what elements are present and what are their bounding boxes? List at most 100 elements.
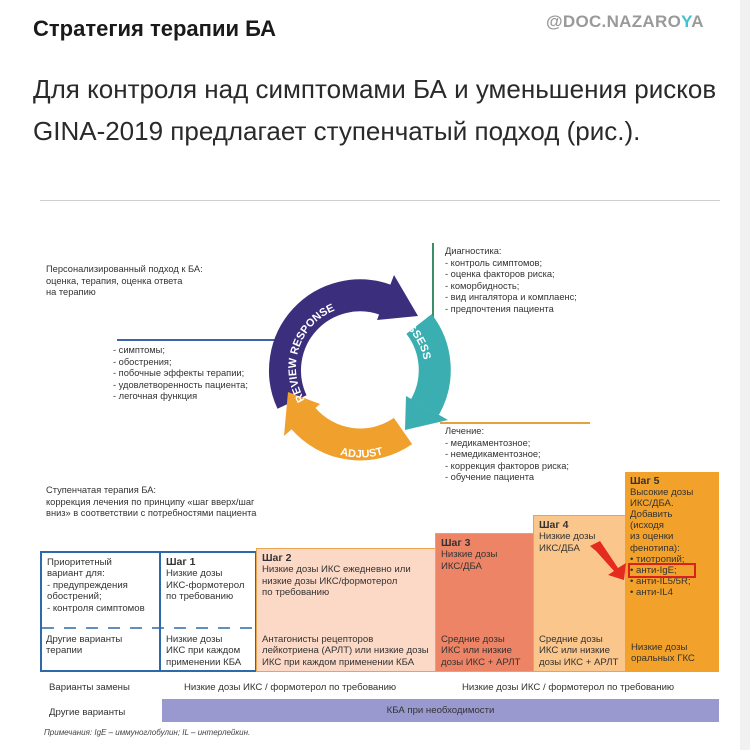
- adjust-connector-line: [440, 422, 590, 424]
- text-line: ИКС/ДБА: [441, 560, 482, 572]
- step-3-column: Шаг 3 Низкие дозы ИКС/ДБА: [435, 533, 534, 672]
- text-line: - коррекция факторов риска;: [445, 460, 569, 471]
- text-line: - медикаментозное;: [445, 437, 531, 448]
- text-line: ИКС при каждом: [166, 645, 241, 657]
- reliever-value-2: Низкие дозы ИКС / формотерол по требован…: [462, 682, 675, 693]
- page-title: Стратегия терапии БА: [33, 16, 276, 41]
- text-line: • анти-IL4: [630, 586, 673, 598]
- step-2-other: Антагонисты рецепторов лейкотриена (АРЛТ…: [262, 634, 429, 668]
- text-line: терапии: [46, 645, 83, 657]
- step-3-other: Средние дозы ИКС или низкие дозы ИКС + А…: [441, 634, 520, 668]
- text-line: на терапию: [46, 287, 96, 298]
- text-line: - обострения;: [113, 356, 172, 367]
- treatment-list: Лечение: - медикаментозное; - немедикаме…: [445, 426, 569, 484]
- other-therapy-label: Другие варианты терапии: [46, 634, 122, 657]
- review-arrowhead-icon: [377, 275, 418, 320]
- text-line: - обучение пациента: [445, 472, 535, 483]
- step-title: Шаг 3: [441, 537, 471, 549]
- reliever-value-1: Низкие дозы ИКС / формотерол по требован…: [184, 682, 397, 693]
- text-line: ИКС/ДБА.: [630, 498, 674, 510]
- text-line: Персонализированный подход к БА:: [46, 264, 203, 274]
- text-line: Лечение:: [445, 426, 485, 436]
- divider: [40, 200, 720, 201]
- text-line: ИКС или низкие: [441, 645, 512, 657]
- text-line: из оценки: [630, 531, 674, 543]
- text-line: Низкие дозы: [441, 549, 498, 561]
- page-edge: [740, 0, 750, 750]
- text-line: (исходя: [630, 520, 664, 532]
- intro-paragraph: Для контроля над симптомами БА и уменьше…: [33, 74, 717, 146]
- diagnostics-list: Диагностика: - контроль симптомов; - оце…: [445, 246, 577, 316]
- review-list: - симптомы; - обострения; - побочные эфф…: [113, 345, 248, 403]
- text-line: Диагностика:: [445, 246, 502, 256]
- text-line: Низкие дозы: [631, 642, 688, 653]
- step-1-column: Шаг 1 Низкие дозы ИКС-формотерол по треб…: [159, 551, 257, 672]
- step-2-column: Шаг 2 Низкие дозы ИКС ежедневно или низк…: [256, 548, 436, 672]
- step-title: Шаг 1: [166, 556, 196, 568]
- text-line: Ступенчатая терапия БА:: [46, 485, 157, 495]
- text-line: лейкотриена (АРЛТ) или низкие дозы: [262, 645, 429, 657]
- text-line: ИКС при каждом применении КБА: [262, 656, 415, 668]
- text-line: фенотипа):: [630, 542, 680, 554]
- assess-arrowhead-icon: [405, 396, 448, 430]
- text-line: Приоритетный: [47, 557, 112, 568]
- review-arc: [269, 279, 392, 409]
- adjust-label: ADJUST: [339, 445, 384, 460]
- review-connector-line: [117, 339, 287, 341]
- step-5-column: Шаг 5 Высокие дозы ИКС/ДБА. Добавить (ис…: [625, 472, 719, 672]
- text-line: Низкие дозы: [166, 568, 223, 580]
- text-line: применении КБА: [166, 656, 242, 668]
- step-5-other: Низкие дозы оральных ГКС: [631, 642, 695, 665]
- step-4-other: Средние дозы ИКС или низкие дозы ИКС + А…: [539, 634, 618, 668]
- text-line: Высокие дозы: [630, 487, 694, 499]
- text-line: оценка, терапия, оценка ответа: [46, 275, 183, 286]
- text-line: Средние дозы: [539, 634, 603, 645]
- text-line: ИКС/ДБА: [539, 542, 580, 554]
- adjust-arrowhead-icon: [284, 392, 320, 436]
- text-line: ИКС-формотерол: [166, 579, 245, 591]
- step-1-other: Низкие дозы ИКС при каждом применении КБ…: [166, 634, 241, 668]
- text-line: вариант для:: [47, 568, 105, 580]
- text-line: Другие варианты: [46, 634, 123, 645]
- text-line: по требованию: [166, 591, 234, 603]
- step-4-column: Шаг 4 Низкие дозы ИКС/ДБА: [533, 515, 626, 672]
- text-line: - легочная функция: [113, 391, 198, 402]
- highlighted-line: • анти-IgE;: [628, 562, 696, 578]
- text-line: - предупреждения: [47, 579, 128, 591]
- text-line: • анти-IL5/5R;: [630, 575, 691, 587]
- text-line: - немедикаментозное;: [445, 449, 541, 460]
- reliever-label: Варианты замены: [49, 682, 130, 693]
- red-arrow-icon: [590, 541, 626, 580]
- text-line: Низкие дозы ИКС ежедневно или: [262, 564, 411, 576]
- step-title: Шаг 2: [262, 552, 292, 564]
- text-line: • тиотропий;: [630, 553, 685, 565]
- assess-arc: [405, 314, 451, 415]
- text-line: - коморбидность;: [445, 280, 520, 291]
- text-line: Добавить: [630, 509, 673, 521]
- text-line: - симптомы;: [113, 345, 165, 355]
- watermark: @DOC.NAZAROYA: [546, 12, 704, 31]
- text-line: оральных ГКС: [631, 653, 695, 665]
- text-line: коррекция лечения по принципу «шаг вверх…: [46, 496, 255, 507]
- step-title: Шаг 5: [630, 475, 660, 487]
- text-line: - контроля симптомов: [47, 602, 145, 614]
- footnote: Примечания: IgE – иммуноглобулин; IL – и…: [44, 728, 251, 737]
- text-line: по требованию: [262, 587, 330, 599]
- other-options-label: Другие варианты: [49, 707, 126, 718]
- other-options-bar: КБА при необходимости: [162, 699, 719, 722]
- text-line: - побочные эффекты терапии;: [113, 368, 245, 379]
- text-line: - вид ингалятора и комплаенс;: [445, 292, 577, 303]
- text-line: ИКС или низкие: [539, 645, 610, 657]
- text-line: низкие дозы ИКС/формотерол: [262, 575, 398, 587]
- text-line: Антагонисты рецепторов: [262, 634, 374, 645]
- stepwise-text: Ступенчатая терапия БА: коррекция лечени…: [46, 485, 256, 520]
- text-line: Средние дозы: [441, 634, 505, 645]
- text-line: - контроль симптомов;: [445, 257, 543, 268]
- assess-connector-line: [432, 243, 434, 341]
- text-line: - предпочтения пациента: [445, 303, 554, 314]
- text-line: Низкие дозы: [539, 531, 596, 543]
- text-line: Низкие дозы: [166, 634, 223, 645]
- text-line: обострений;: [47, 591, 102, 603]
